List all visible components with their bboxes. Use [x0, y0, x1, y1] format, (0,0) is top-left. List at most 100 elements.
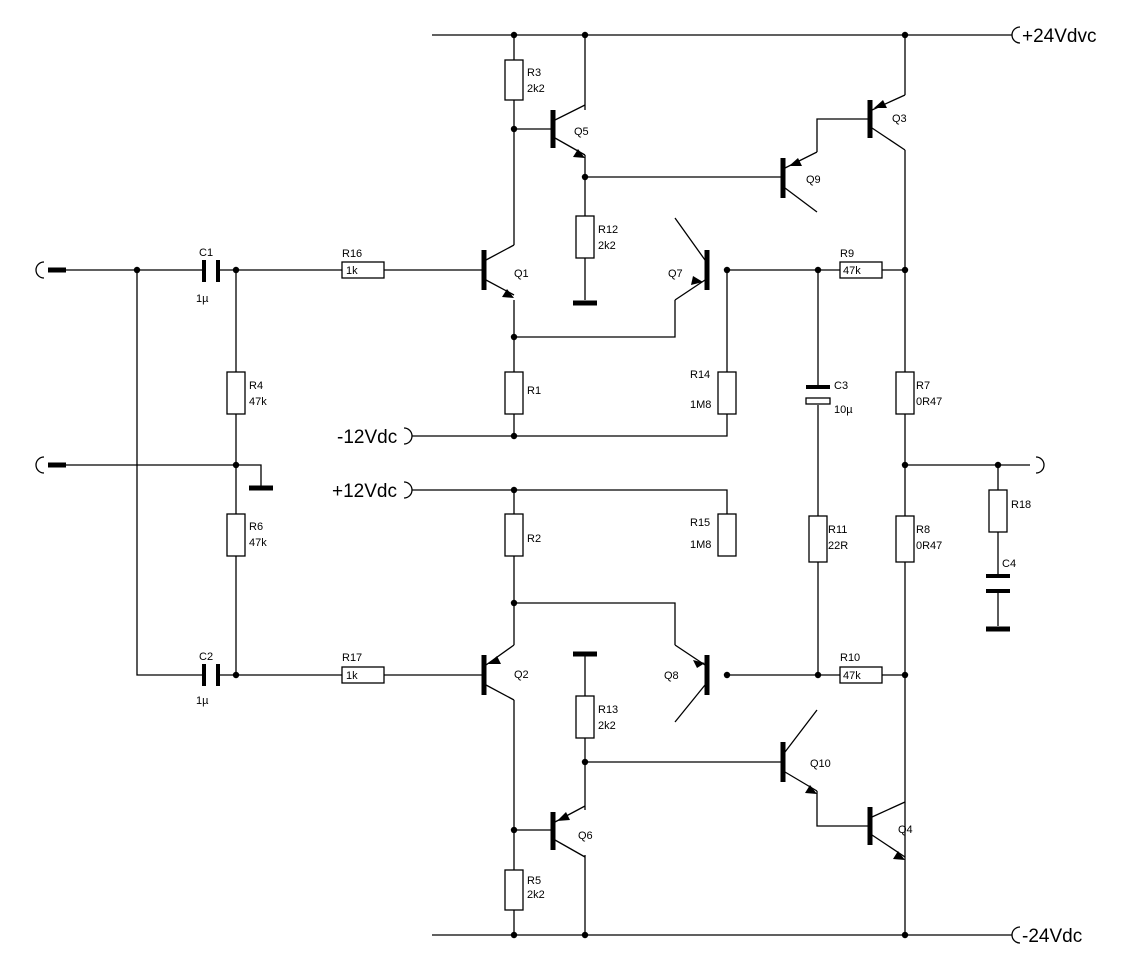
svg-text:47k: 47k [843, 670, 861, 682]
junction-dot [581, 173, 589, 181]
svg-text:R17: R17 [342, 652, 362, 664]
svg-text:Q1: Q1 [514, 268, 529, 280]
pos24-label: +24Vdvc [1022, 26, 1096, 47]
wires [60, 34, 1030, 936]
svg-text:R6: R6 [249, 521, 263, 533]
junction-dot [510, 486, 518, 494]
junction-dot [510, 931, 518, 939]
svg-text:R14: R14 [690, 369, 710, 381]
junction-dot [232, 671, 240, 679]
svg-text:10µ: 10µ [834, 404, 853, 416]
rail-labels: +24Vdvc -24Vdc -12Vdc +12Vdc [332, 26, 1096, 947]
transistor-q4: Q4 [867, 801, 913, 860]
svg-text:22R: 22R [828, 540, 848, 552]
resistor-r6: R6 47k [226, 513, 267, 557]
svg-text:1k: 1k [346, 265, 358, 277]
junction-dot [510, 432, 518, 440]
svg-text:R13: R13 [598, 704, 618, 716]
input-connector-ground [35, 456, 66, 474]
transistor-q9: Q9 [780, 151, 821, 213]
transistor-q3: Q3 [867, 94, 907, 151]
svg-text:Q4: Q4 [898, 824, 913, 836]
resistor-r7: R7 0R47 [895, 371, 942, 415]
transistor-q5: Q5 [550, 104, 589, 158]
capacitors: C1 1µ C2 1µ C3 10µ C4 [196, 247, 1016, 707]
resistor-r14: R14 1M8 [690, 369, 737, 415]
junction-dot [232, 461, 240, 469]
transistor-q1: Q1 [481, 244, 529, 298]
pos24-connector [1011, 26, 1021, 44]
svg-text:0R47: 0R47 [916, 540, 942, 552]
junction-dot [232, 266, 240, 274]
resistor-r12: R12 2k2 [575, 215, 618, 259]
neg12-connector [403, 427, 413, 445]
junction-dot [901, 671, 909, 679]
output-connector [1035, 456, 1045, 474]
junction-dot [510, 826, 518, 834]
neg24-connector [1011, 926, 1021, 944]
transistor-q2: Q2 [481, 644, 529, 701]
resistor-r8: R8 0R47 [895, 515, 942, 563]
junction-dot [901, 931, 909, 939]
resistor-r17: R17 1k [341, 652, 385, 684]
resistor-r1: R1 [504, 371, 541, 415]
pos12-label: +12Vdc [332, 481, 397, 502]
svg-text:R2: R2 [527, 533, 541, 545]
svg-text:1µ: 1µ [196, 695, 209, 707]
junction-dot [510, 125, 518, 133]
junction-dot [581, 758, 589, 766]
junction-dot [901, 461, 909, 469]
resistor-r2: R2 [504, 513, 541, 557]
svg-text:Q3: Q3 [892, 113, 907, 125]
resistor-r18: R18 [988, 489, 1031, 533]
resistor-r16: R16 1k [341, 248, 385, 279]
junction-dot [723, 266, 731, 274]
junction-dot [723, 671, 731, 679]
junction-dot [581, 31, 589, 39]
svg-text:2k2: 2k2 [598, 720, 616, 732]
svg-text:47k: 47k [843, 265, 861, 277]
svg-text:1M8: 1M8 [690, 399, 711, 411]
svg-text:R1: R1 [527, 385, 541, 397]
resistor-r3: R3 2k2 [504, 59, 545, 101]
svg-text:R3: R3 [527, 67, 541, 79]
svg-text:1k: 1k [346, 670, 358, 682]
transistors: Q1 Q2 Q5 Q6 [481, 94, 913, 860]
junction-dot [814, 266, 822, 274]
svg-text:R9: R9 [840, 248, 854, 260]
junction-dot [581, 931, 589, 939]
svg-text:Q5: Q5 [574, 126, 589, 138]
svg-text:R4: R4 [249, 380, 263, 392]
junction-dot [510, 599, 518, 607]
junction-dot [901, 31, 909, 39]
svg-text:47k: 47k [249, 396, 267, 408]
transistor-q6: Q6 [550, 805, 593, 858]
svg-text:Q8: Q8 [664, 670, 679, 682]
svg-text:1µ: 1µ [196, 293, 209, 305]
capacitor-c2: C2 1µ [196, 651, 220, 707]
resistors: R3 2k2 R12 2k2 R4 47k R1 R14 1M8 R7 0R47… [226, 59, 1031, 911]
svg-text:R8: R8 [916, 524, 930, 536]
neg12-label: -12Vdc [337, 427, 397, 448]
connectors [35, 26, 1045, 944]
resistor-r4: R4 47k [226, 371, 267, 415]
capacitor-c4: C4 [986, 558, 1016, 593]
resistor-r5: R5 2k2 [504, 869, 545, 911]
input-connector-signal [35, 261, 66, 279]
transistor-q7: Q7 [668, 217, 710, 301]
resistor-r10: R10 47k [839, 652, 883, 684]
svg-text:2k2: 2k2 [598, 240, 616, 252]
transistor-q10: Q10 [780, 709, 831, 794]
svg-text:Q7: Q7 [668, 268, 683, 280]
svg-text:C4: C4 [1002, 558, 1016, 570]
resistor-r13: R13 2k2 [575, 695, 618, 739]
svg-text:R12: R12 [598, 224, 618, 236]
capacitor-c3: C3 10µ [805, 380, 853, 416]
svg-text:R16: R16 [342, 248, 362, 260]
resistor-r11: R11 22R [808, 515, 848, 563]
pos12-connector [403, 481, 413, 499]
svg-text:R18: R18 [1011, 499, 1031, 511]
junction-dot [133, 266, 141, 274]
svg-text:R15: R15 [690, 517, 710, 529]
